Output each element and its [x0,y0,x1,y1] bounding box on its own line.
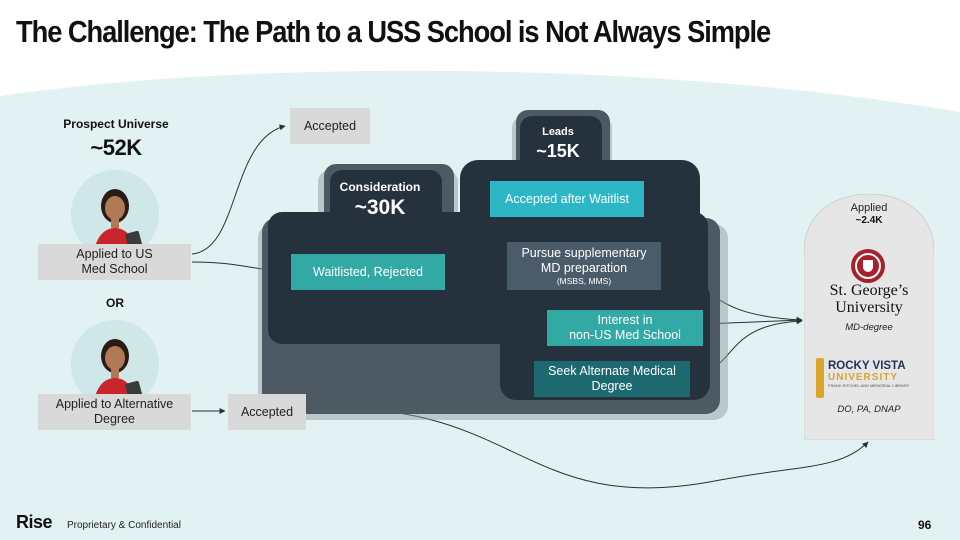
supplementary-note: (MSBS, MMS) [556,275,612,286]
sgu-caption: MD-degree [845,322,893,333]
applied-panel-bg [804,194,934,440]
sgu-name-line2: University [835,299,903,316]
rvu-name-line2: UNIVERSITY [828,372,899,383]
accepted-waitlist-label: Accepted after Waitlist [505,191,629,206]
leads-header: Leads ~15K [518,126,598,162]
supplementary-line2: MD preparation [540,260,628,275]
supplementary-line1: Pursue supplementary [521,245,647,260]
confidential-label: Proprietary & Confidential [67,520,181,531]
prospect-header: Prospect Universe ~52K [50,117,182,161]
rvu-caption: DO, PA, DNAP [837,404,901,415]
applied-alt-box: Applied to Alternative Degree [38,394,191,430]
rvu-library: FRANK RITCHEL AND MEMORIAL LIBRARY [828,383,910,388]
sgu-name-line1: St. George’s [829,282,909,299]
applied-header: Applied ~2.4K [804,202,934,226]
top-accepted-box: Accepted [290,108,370,144]
applied-alt-label: Applied to Alternative Degree [55,397,174,426]
applied-value: ~2.4K [855,215,883,226]
rvu-logo: ROCKY VISTA UNIVERSITY FRANK RITCHEL AND… [828,360,920,388]
leads-value: ~15K [536,141,580,161]
waitlisted-label: Waitlisted, Rejected [313,264,423,279]
alternate-line2: Degree [591,379,633,393]
page-title: The Challenge: The Path to a USS School … [16,14,771,49]
consideration-header: Consideration ~30K [330,180,430,220]
consideration-value: ~30K [354,196,406,219]
rise-logo: Rise [16,512,53,532]
accepted-alt-box: Accepted [228,394,306,430]
sgu-crest-icon [851,249,885,283]
prospect-value: ~52K [90,135,142,160]
page-number: 96 [918,518,932,532]
consideration-label: Consideration [339,180,421,194]
prospect-label: Prospect Universe [63,117,169,131]
top-accepted-label: Accepted [303,118,357,133]
accepted-alt-label: Accepted [240,404,294,419]
waitlisted-rejected-box: Waitlisted, Rejected [291,254,445,290]
non-us-med-box: Interest in non-US Med School [547,310,703,346]
alternate-line1: Seek Alternate Medical [548,364,676,378]
student-avatar-2 [71,320,159,408]
applied-us-box: Applied to US Med School [38,244,191,280]
applied-label: Applied [850,202,888,214]
sgu-name: St. George’s University [804,282,934,316]
supplementary-box: Pursue supplementary MD preparation (MSB… [507,242,661,290]
leads-label: Leads [542,126,574,138]
rvu-staff-icon [816,358,824,398]
accepted-after-waitlist-box: Accepted after Waitlist [490,181,644,217]
alternate-degree-box: Seek Alternate Medical Degree [534,361,690,397]
non-us-line1: Interest in [597,313,653,327]
rvu-name-line1: ROCKY VISTA [828,360,906,372]
or-label: OR [106,296,124,310]
non-us-line2: non-US Med School [569,328,681,342]
applied-us-label: Applied to US Med School [76,247,153,276]
